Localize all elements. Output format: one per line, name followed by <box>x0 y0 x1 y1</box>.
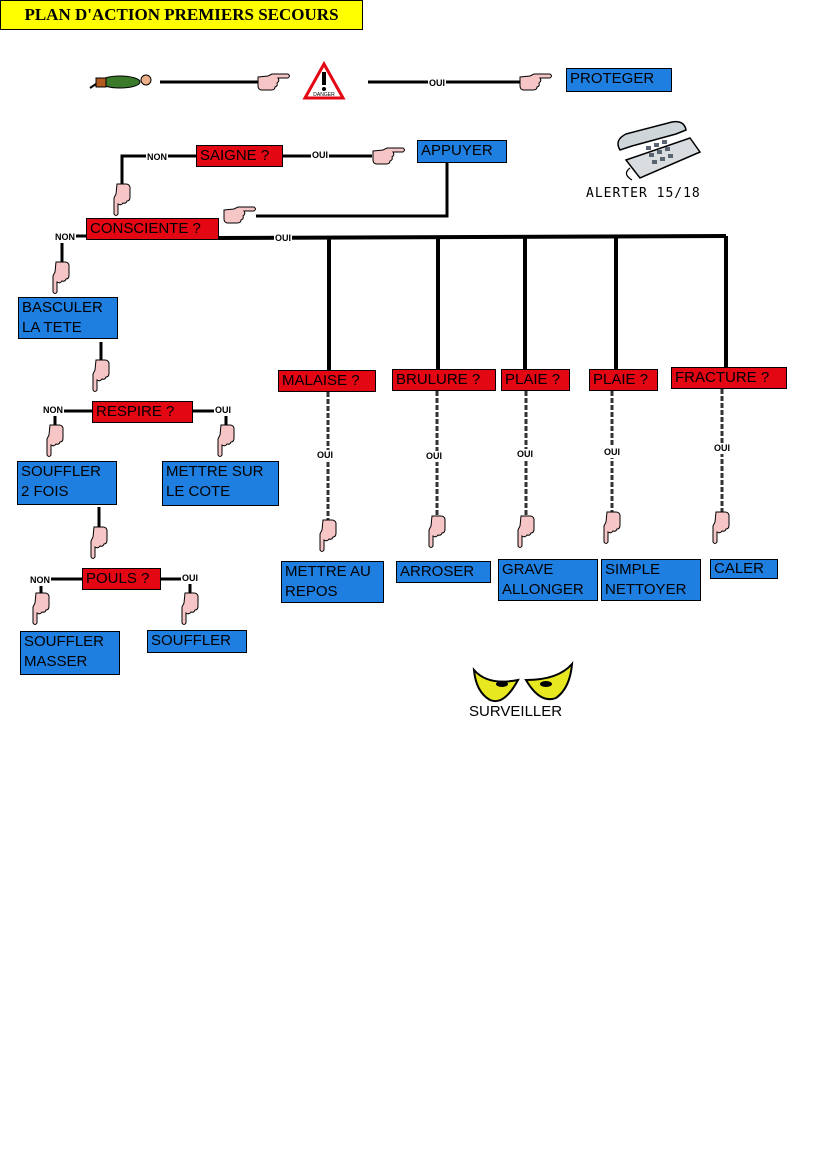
oui-label: OUI <box>425 451 444 462</box>
monitor-caption: SURVEILLER <box>469 703 563 720</box>
oui-label: OUI <box>316 450 335 461</box>
hand-pointer-icon <box>517 515 535 548</box>
hand-pointer-icon <box>181 592 199 625</box>
action-mettre-au-repos: METTRE AU REPOS <box>281 561 384 603</box>
oui-label: OUI <box>214 405 233 416</box>
injured-person-icon <box>89 74 152 89</box>
hand-pointer-icon <box>217 424 235 457</box>
oui-label: OUI <box>516 449 535 460</box>
question-saigne: SAIGNE ? <box>196 145 283 167</box>
hand-pointer-icon <box>519 73 552 91</box>
action-appuyer: APPUYER <box>417 140 507 163</box>
hand-pointer-icon <box>319 519 337 552</box>
action-souffler-masser: SOUFFLER MASSER <box>20 631 120 675</box>
alert-caption: ALERTER 15/18 <box>586 186 701 201</box>
hand-pointer-icon <box>92 359 110 392</box>
hand-pointer-icon <box>603 511 621 544</box>
telephone-icon <box>617 120 702 181</box>
oui-label: OUI <box>603 447 622 458</box>
action-mettre-sur-le-cote: METTRE SUR LE COTE <box>162 461 279 506</box>
question-fracture: FRACTURE ? <box>671 367 787 389</box>
oui-label: OUI <box>428 78 447 89</box>
question-brulure: BRULURE ? <box>392 369 496 391</box>
action-caler: CALER <box>710 559 778 579</box>
question-respire: RESPIRE ? <box>92 401 193 423</box>
hand-pointer-icon <box>90 526 108 559</box>
hand-pointer-icon <box>113 183 131 216</box>
page-title: PLAN D'ACTION PREMIERS SECOURS <box>0 0 363 30</box>
action-grave-allonger: GRAVE ALLONGER <box>498 559 598 601</box>
question-plaie-grave: PLAIE ? <box>501 369 570 391</box>
action-proteger: PROTEGER <box>566 68 672 92</box>
hand-pointer-icon <box>428 515 446 548</box>
question-consciente: CONSCIENTE ? <box>86 218 219 240</box>
hand-pointer-icon <box>372 147 405 165</box>
action-souffler-2-fois: SOUFFLER 2 FOIS <box>17 461 117 505</box>
action-souffler: SOUFFLER <box>147 630 247 653</box>
oui-label: OUI <box>713 443 732 454</box>
action-simple-nettoyer: SIMPLE NETTOYER <box>601 559 701 601</box>
hand-pointer-icon <box>32 592 50 625</box>
non-label: NON <box>54 232 76 243</box>
hand-pointer-icon <box>46 424 64 457</box>
danger-sign-text: DANGER <box>313 92 335 98</box>
danger-sign-icon: DANGER <box>302 60 346 100</box>
action-arroser: ARROSER <box>396 561 491 583</box>
question-plaie-simple: PLAIE ? <box>589 369 658 391</box>
non-label: NON <box>29 575 51 586</box>
hand-pointer-icon <box>223 206 256 224</box>
non-label: NON <box>42 405 64 416</box>
action-basculer: BASCULER LA TETE <box>18 297 118 339</box>
oui-label: OUI <box>311 150 330 161</box>
hand-pointer-icon <box>52 261 70 294</box>
eyes-icon <box>472 661 574 702</box>
question-pouls: POULS ? <box>82 568 161 590</box>
non-label: NON <box>146 152 168 163</box>
hand-pointer-icon <box>712 511 730 544</box>
question-malaise: MALAISE ? <box>278 370 376 392</box>
hand-pointer-icon <box>257 73 290 91</box>
oui-label: OUI <box>274 233 293 244</box>
oui-label: OUI <box>181 573 200 584</box>
